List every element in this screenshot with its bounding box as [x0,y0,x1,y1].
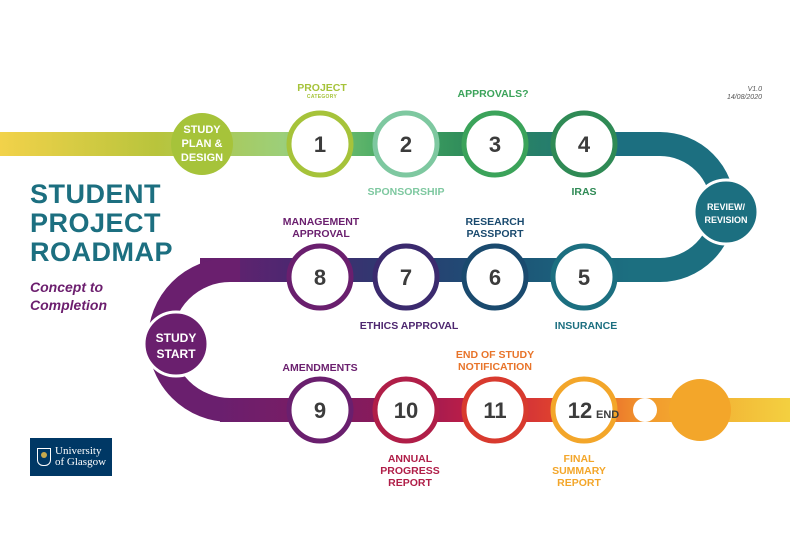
title-line: ROADMAP [30,237,173,267]
svg-text:REVIEW/: REVIEW/ [707,202,746,212]
svg-text:7: 7 [400,265,412,290]
label-line: SUMMARY [552,465,606,477]
version-date: 14/08/2020 [726,94,762,101]
svg-text:5: 5 [578,265,590,290]
label-research-passport: RESEARCH PASSPORT [466,216,525,240]
node-12: 12 END [550,376,619,444]
node-5: 5 [550,243,618,311]
label-amendments: AMENDMENTS [282,362,358,374]
label-project: PROJECT CATEGORY [297,82,347,100]
university-logo: University of Glasgow [30,438,112,476]
subtitle-line: Concept to [30,279,104,295]
label-line: MANAGEMENT [282,216,360,228]
svg-text:2: 2 [400,132,412,157]
node-10: 10 [372,376,440,444]
label-line: PASSPORT [466,228,524,240]
logo-wordmark: University of Glasgow [55,446,106,468]
node-11: 11 [461,376,529,444]
svg-text:3: 3 [489,132,501,157]
node-6: 6 [461,243,529,311]
logo-line: University [55,445,102,457]
label-line: ANNUAL [387,453,433,465]
hub-study-plan-label: STUDY PLAN & DESIGN [181,124,223,164]
label-line: NOTIFICATION [458,361,532,373]
label-sponsorship: SPONSORSHIP [367,186,445,198]
svg-text:9: 9 [314,398,326,423]
svg-text:11: 11 [483,398,506,423]
node-4: 4 [550,110,618,178]
node-7: 7 [372,243,440,311]
label-final-summary-report: FINAL SUMMARY REPORT [552,453,606,489]
hub-study-start-label: STUDY START [156,331,197,361]
svg-text:END: END [596,409,619,421]
hub-study-plan [171,113,233,175]
title-line: PROJECT [30,208,162,238]
label-line: PROGRESS [380,465,440,477]
label-insurance: INSURANCE [554,320,618,332]
label-annual-progress-report: ANNUAL PROGRESS REPORT [380,453,440,489]
svg-text:10: 10 [394,398,418,423]
label-category-text: CATEGORY [306,94,338,100]
label-line: END OF STUDY [455,349,535,361]
hub-study-start [142,310,210,378]
label-approvals: APPROVALS? [457,88,529,100]
node-8: 8 [286,243,354,311]
label-line: REPORT [388,477,432,489]
svg-text:4: 4 [578,132,591,157]
label-line: FINAL [563,453,595,465]
node-9: 9 [286,376,354,444]
svg-text:START: START [156,347,196,361]
node-3: 3 [461,110,529,178]
version-info: V1.0 14/08/2020 [727,86,762,102]
svg-text:12: 12 [568,398,592,423]
label-iras: IRAS [571,186,597,198]
logo-line: of Glasgow [55,456,107,468]
label-end-of-study: END OF STUDY NOTIFICATION [456,349,534,373]
node-2: 2 [372,110,440,178]
svg-text:PLAN &: PLAN & [182,138,223,150]
label-line: REPORT [557,477,601,489]
page-title: STUDENT PROJECT ROADMAP [30,180,230,267]
svg-text:6: 6 [489,265,501,290]
svg-text:STUDY: STUDY [183,124,221,136]
svg-text:DESIGN: DESIGN [181,152,223,164]
hub-review [692,178,760,246]
end-marker [669,379,731,441]
svg-text:REVISION: REVISION [704,215,747,225]
hub-review-label: REVIEW/ REVISION [704,202,747,225]
subtitle-line: Completion [30,297,107,313]
label-ethics-approval: ETHICS APPROVAL [359,320,459,332]
page-subtitle: Concept to Completion [30,278,190,314]
end-gap [633,398,657,422]
svg-text:1: 1 [314,132,326,157]
label-management-approval: MANAGEMENT APPROVAL [283,216,359,240]
label-line: RESEARCH [465,216,525,228]
title-line: STUDENT [30,179,161,209]
svg-text:STUDY: STUDY [156,331,197,345]
crest-icon [37,448,51,466]
svg-text:8: 8 [314,265,326,290]
label-line: APPROVAL [292,228,350,240]
node-1: 1 [286,110,354,178]
version-number: V1.0 [747,86,762,93]
label-project-text: PROJECT [297,82,347,94]
